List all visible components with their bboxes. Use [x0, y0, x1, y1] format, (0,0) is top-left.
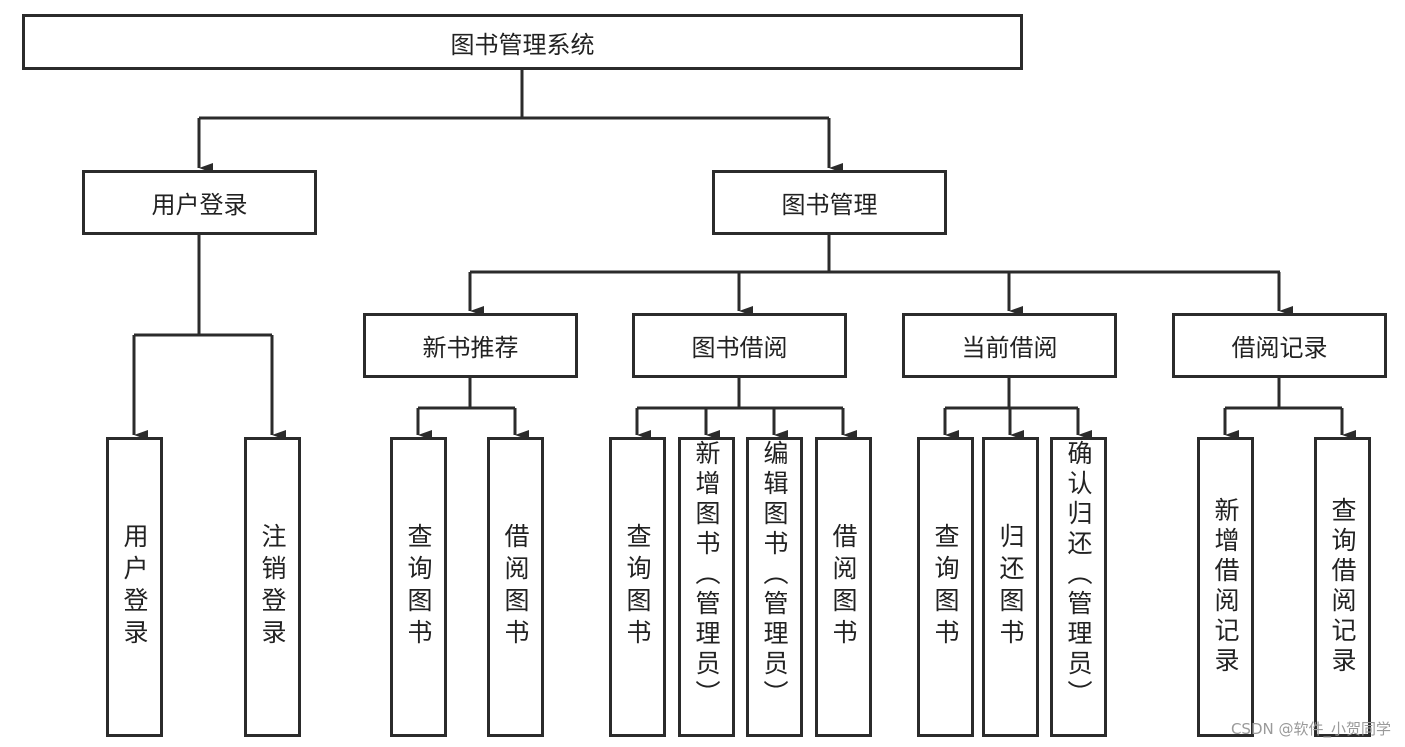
leaf-label: 借阅图书	[501, 523, 530, 651]
node-label: 用户登录	[151, 191, 248, 219]
leaf-label: 新增图书（管理员）	[692, 440, 721, 710]
leaf-label: 查询图书	[404, 523, 433, 651]
node-label: 图书管理	[781, 191, 878, 219]
leaf-label: 借阅图书	[829, 523, 858, 651]
leaf-node: 借阅图书	[487, 437, 544, 737]
leaf-label: 新增借阅记录	[1211, 497, 1240, 677]
leaf-label: 注销登录	[258, 523, 287, 651]
leaf-label: 查询图书	[931, 523, 960, 651]
leaf-user-login: 用户登录	[106, 437, 163, 737]
root-label: 图书管理系统	[450, 30, 595, 59]
leaf-label: 确认归还（管理员）	[1064, 440, 1093, 710]
leaf-node: 查询图书	[390, 437, 447, 737]
leaf-label: 归还图书	[996, 523, 1025, 651]
leaf-node: 归还图书	[982, 437, 1039, 737]
leaf-node: 新增图书（管理员）	[678, 437, 735, 737]
leaf-label: 编辑图书（管理员）	[760, 440, 789, 710]
leaf-node: 借阅图书	[815, 437, 872, 737]
leaf-node: 确认归还（管理员）	[1050, 437, 1107, 737]
module-node: 当前借阅	[902, 313, 1117, 378]
module-node: 借阅记录	[1172, 313, 1387, 378]
node-user-login: 用户登录	[82, 170, 317, 235]
module-label: 图书借阅	[691, 334, 788, 362]
leaf-node: 新增借阅记录	[1197, 437, 1254, 737]
leaf-node: 查询图书	[917, 437, 974, 737]
leaf-label: 查询图书	[623, 523, 652, 651]
leaf-label: 用户登录	[120, 523, 149, 651]
leaf-node: 编辑图书（管理员）	[746, 437, 803, 737]
leaf-logout: 注销登录	[244, 437, 301, 737]
leaf-label: 查询借阅记录	[1328, 497, 1357, 677]
module-node: 图书借阅	[632, 313, 847, 378]
root-node: 图书管理系统	[22, 14, 1023, 70]
node-book-management: 图书管理	[712, 170, 947, 235]
watermark: CSDN @软件_小贺同学	[1230, 720, 1391, 738]
leaf-node: 查询图书	[609, 437, 666, 737]
module-label: 借阅记录	[1231, 334, 1328, 362]
module-label: 当前借阅	[961, 334, 1058, 362]
module-node: 新书推荐	[363, 313, 578, 378]
leaf-node: 查询借阅记录	[1314, 437, 1371, 737]
module-label: 新书推荐	[422, 334, 519, 362]
